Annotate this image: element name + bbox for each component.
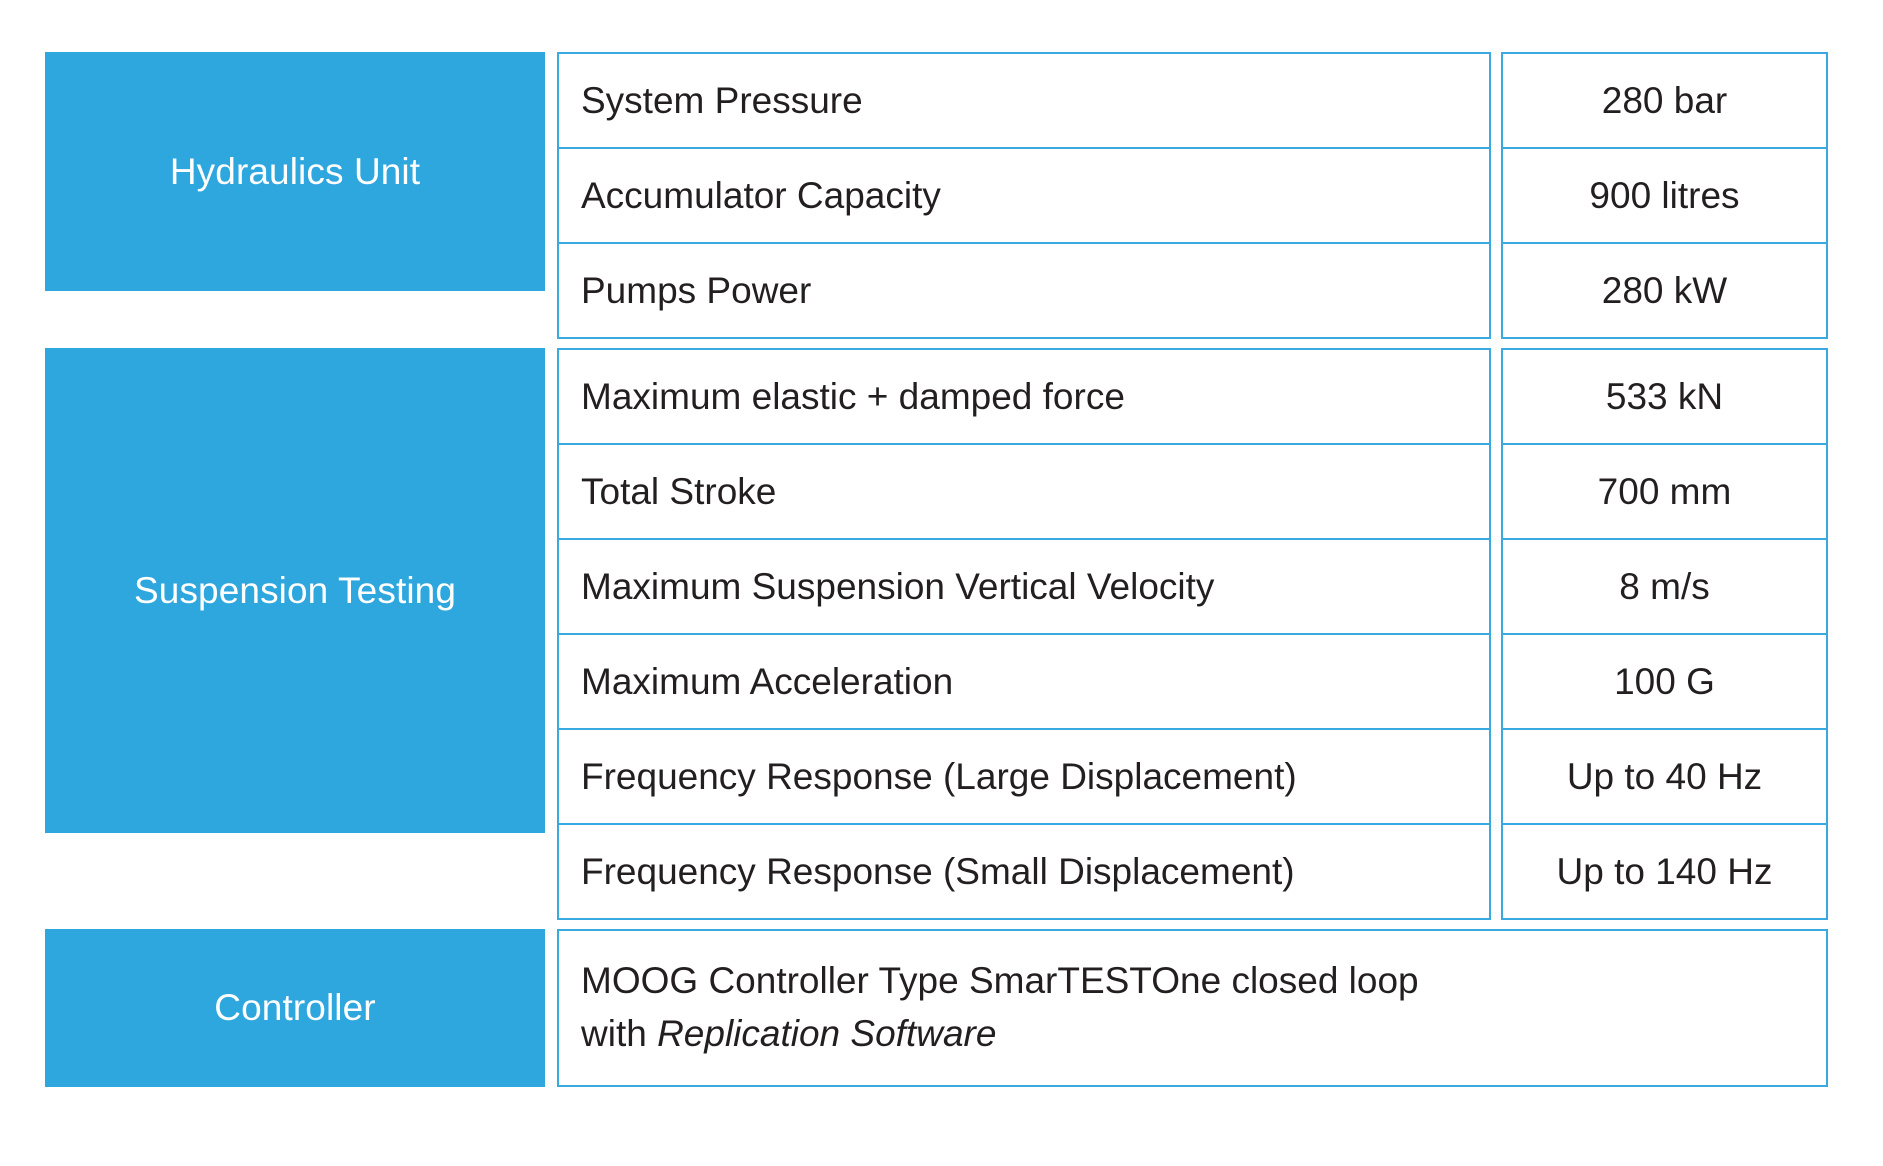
controller-software-name: Replication Software xyxy=(657,1013,997,1054)
table-row: Maximum Acceleration 100 G xyxy=(557,633,1828,730)
spec-value: 900 litres xyxy=(1501,147,1828,244)
spec-value: 100 G xyxy=(1501,633,1828,730)
spec-label: System Pressure xyxy=(557,52,1491,149)
spec-value: Up to 140 Hz xyxy=(1501,823,1828,920)
spec-value: 533 kN xyxy=(1501,348,1828,445)
controller-line-2-prefix: with xyxy=(581,1013,658,1054)
category-label-suspension-testing: Suspension Testing xyxy=(45,348,545,833)
spec-label: Frequency Response (Small Displacement) xyxy=(557,823,1491,920)
section-suspension-testing: Suspension Testing Maximum elastic + dam… xyxy=(45,348,1828,920)
spec-label: Maximum elastic + damped force xyxy=(557,348,1491,445)
section-hydraulics-unit: Hydraulics Unit System Pressure 280 bar … xyxy=(45,52,1828,339)
table-row: Total Stroke 700 mm xyxy=(557,443,1828,540)
spec-label: Total Stroke xyxy=(557,443,1491,540)
table-row: MOOG Controller Type SmarTESTOne closed … xyxy=(557,929,1828,1087)
rows-controller: MOOG Controller Type SmarTESTOne closed … xyxy=(557,929,1828,1087)
spec-label: Pumps Power xyxy=(557,242,1491,339)
spec-value: 280 bar xyxy=(1501,52,1828,149)
spec-value: 280 kW xyxy=(1501,242,1828,339)
specifications-table: Hydraulics Unit System Pressure 280 bar … xyxy=(45,52,1828,1114)
table-row: Maximum elastic + damped force 533 kN xyxy=(557,348,1828,445)
controller-line-2: with Replication Software xyxy=(581,1008,1804,1061)
controller-line-1: MOOG Controller Type SmarTESTOne closed … xyxy=(581,960,1419,1002)
rows-hydraulics-unit: System Pressure 280 bar Accumulator Capa… xyxy=(557,52,1828,339)
table-row: Pumps Power 280 kW xyxy=(557,242,1828,339)
rows-suspension-testing: Maximum elastic + damped force 533 kN To… xyxy=(557,348,1828,920)
category-label-controller: Controller xyxy=(45,929,545,1087)
spec-label: Maximum Suspension Vertical Velocity xyxy=(557,538,1491,635)
table-row: Frequency Response (Small Displacement) … xyxy=(557,823,1828,920)
table-row: Frequency Response (Large Displacement) … xyxy=(557,728,1828,825)
table-row: System Pressure 280 bar xyxy=(557,52,1828,149)
category-label-hydraulics-unit: Hydraulics Unit xyxy=(45,52,545,291)
spec-label: Frequency Response (Large Displacement) xyxy=(557,728,1491,825)
spec-value: 700 mm xyxy=(1501,443,1828,540)
section-controller: Controller MOOG Controller Type SmarTEST… xyxy=(45,929,1828,1087)
table-row: Accumulator Capacity 900 litres xyxy=(557,147,1828,244)
controller-description: MOOG Controller Type SmarTESTOne closed … xyxy=(557,929,1828,1087)
spec-value: Up to 40 Hz xyxy=(1501,728,1828,825)
table-row: Maximum Suspension Vertical Velocity 8 m… xyxy=(557,538,1828,635)
spec-label: Maximum Acceleration xyxy=(557,633,1491,730)
spec-value: 8 m/s xyxy=(1501,538,1828,635)
spec-label: Accumulator Capacity xyxy=(557,147,1491,244)
